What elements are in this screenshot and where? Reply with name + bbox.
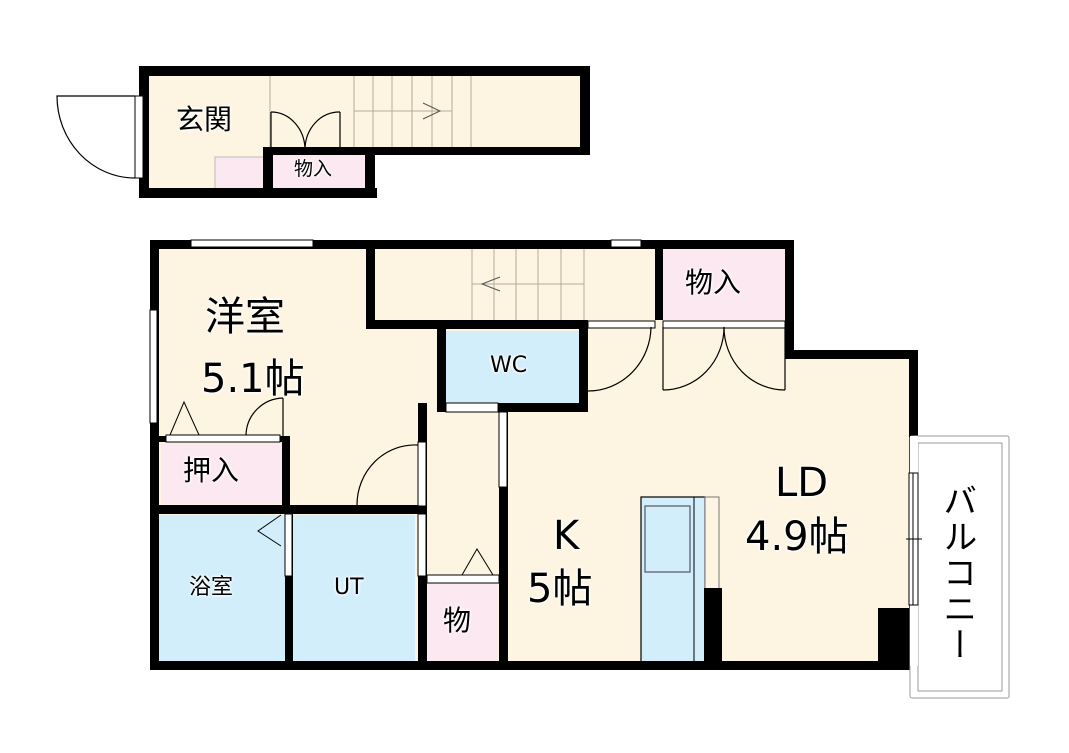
room-label-entrance: 玄関	[176, 103, 233, 136]
room-label-balcony: バルコニー	[936, 483, 977, 663]
room-label-wc: WC	[490, 353, 528, 378]
room-label-bath: 浴室	[189, 575, 234, 600]
room-label-storage-lower: 物入	[294, 158, 333, 180]
upper-floor	[149, 239, 1010, 699]
room-size-western-room: 5.1帖	[201, 356, 305, 402]
room-size-kitchen: 5帖	[527, 566, 593, 612]
room-size-living-dining: 4.9帖	[745, 514, 849, 560]
room-label-storage-small: 物	[443, 604, 472, 637]
lower-floor	[56, 66, 590, 198]
room-label-living-dining: LD	[775, 460, 829, 506]
room-label-storage-top-right: 物入	[685, 266, 742, 299]
room-label-closet: 押入	[183, 454, 240, 487]
room-label-kitchen: K	[553, 513, 580, 559]
room-label-utility: UT	[334, 575, 364, 600]
room-label-western-room: 洋室	[205, 294, 285, 340]
